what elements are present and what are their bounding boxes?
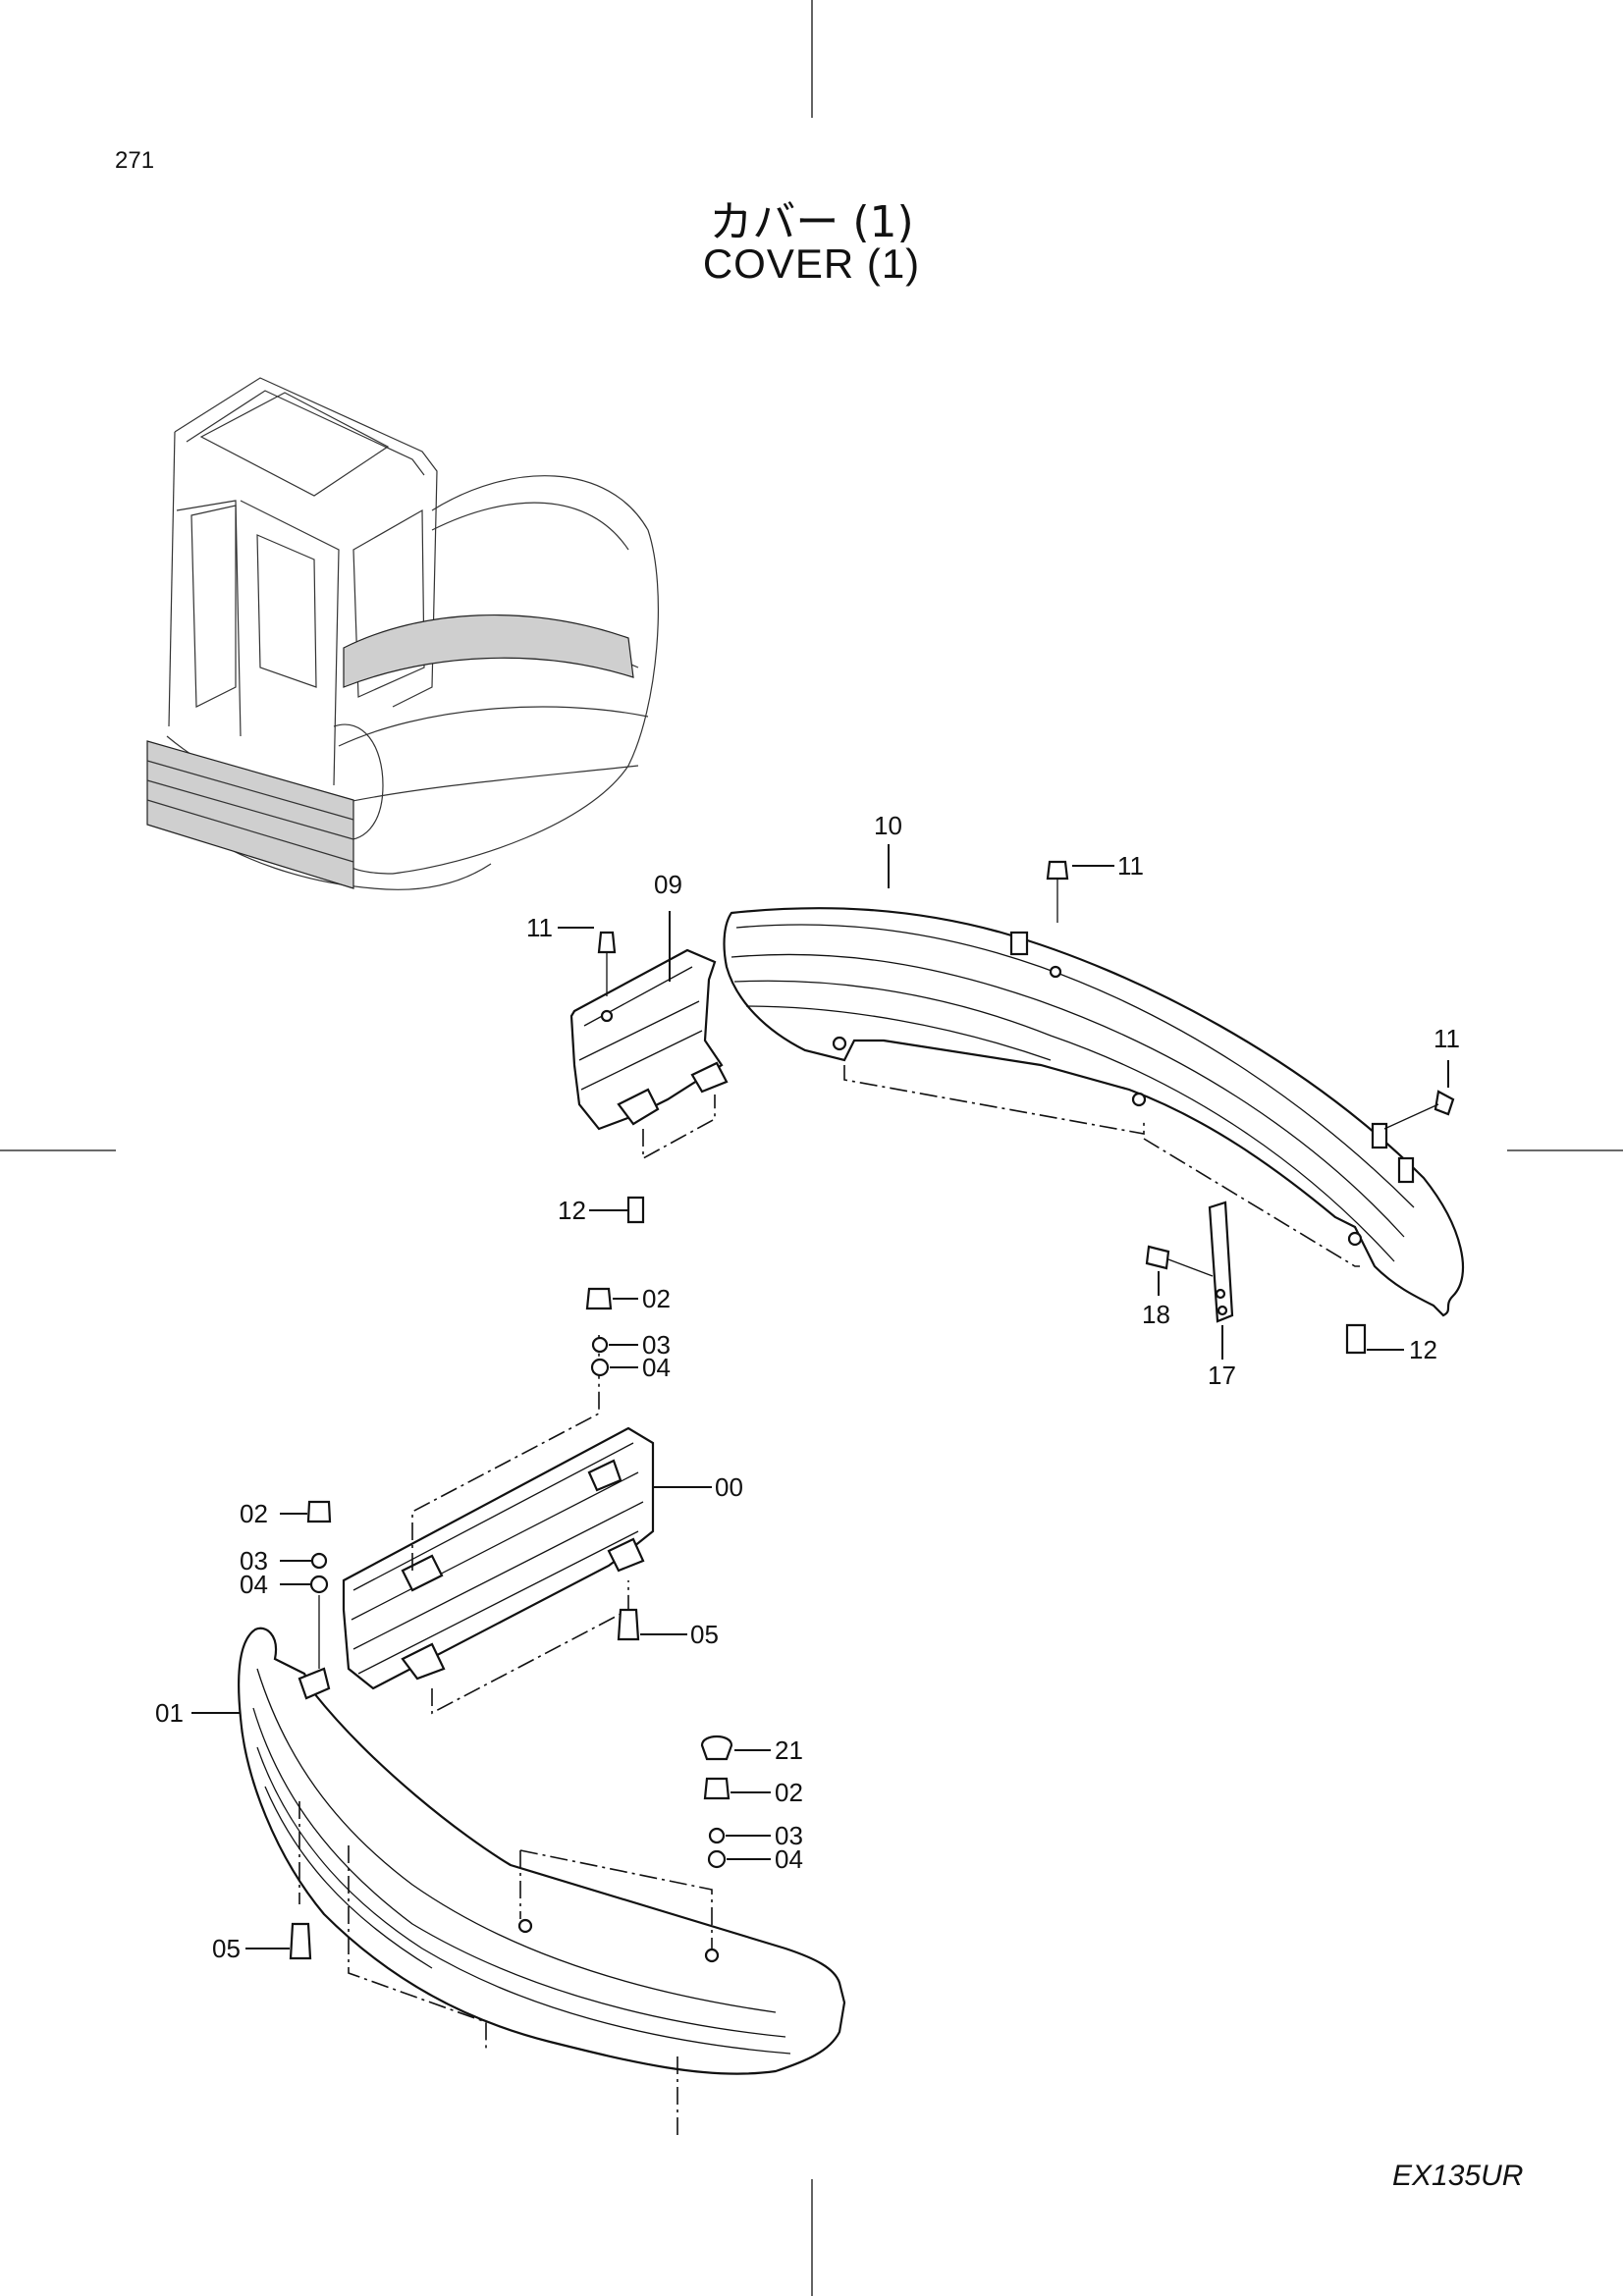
callout-03: 03 (240, 1546, 268, 1575)
callout-02: 02 (240, 1499, 268, 1528)
page-title-english: COVER (1) (702, 240, 921, 287)
callout-05: 05 (690, 1620, 719, 1649)
callout-12: 12 (1409, 1335, 1437, 1364)
callout-03: 03 (775, 1821, 803, 1850)
callout-labels: 10 09 11 11 11 12 12 18 17 02 03 04 00 0… (155, 811, 1460, 1963)
callout-10: 10 (874, 811, 902, 840)
callout-05: 05 (212, 1934, 241, 1963)
part-09-bracket-cover (569, 931, 729, 1160)
part-01-front-cover (238, 1627, 846, 2140)
callout-18: 18 (1142, 1300, 1170, 1329)
leader-lines (191, 844, 1449, 1949)
callout-00: 00 (715, 1472, 743, 1502)
callout-12: 12 (558, 1196, 586, 1225)
callout-04: 04 (642, 1353, 671, 1382)
part-00-intermediate-cover (342, 1335, 655, 1715)
fasteners (289, 860, 1455, 1960)
model-name: EX135UR (1392, 2160, 1524, 2192)
callout-11: 11 (526, 913, 553, 942)
callout-11: 11 (1117, 851, 1144, 881)
callout-04: 04 (240, 1570, 268, 1599)
callout-02: 02 (775, 1778, 803, 1807)
callout-21: 21 (775, 1735, 803, 1765)
callout-01: 01 (155, 1698, 184, 1728)
callout-17: 17 (1208, 1361, 1236, 1390)
page-title-japanese: カバー (1) (709, 197, 914, 247)
machine-overview-illustration (146, 377, 659, 890)
part-17-stay (1208, 1201, 1234, 1323)
callout-02: 02 (642, 1284, 671, 1313)
callout-11: 11 (1434, 1024, 1460, 1053)
callout-03: 03 (642, 1330, 671, 1360)
part-10-rear-cover (723, 907, 1465, 1317)
callout-09: 09 (654, 870, 682, 899)
callout-04: 04 (775, 1844, 803, 1874)
page-number: 271 (115, 147, 155, 174)
